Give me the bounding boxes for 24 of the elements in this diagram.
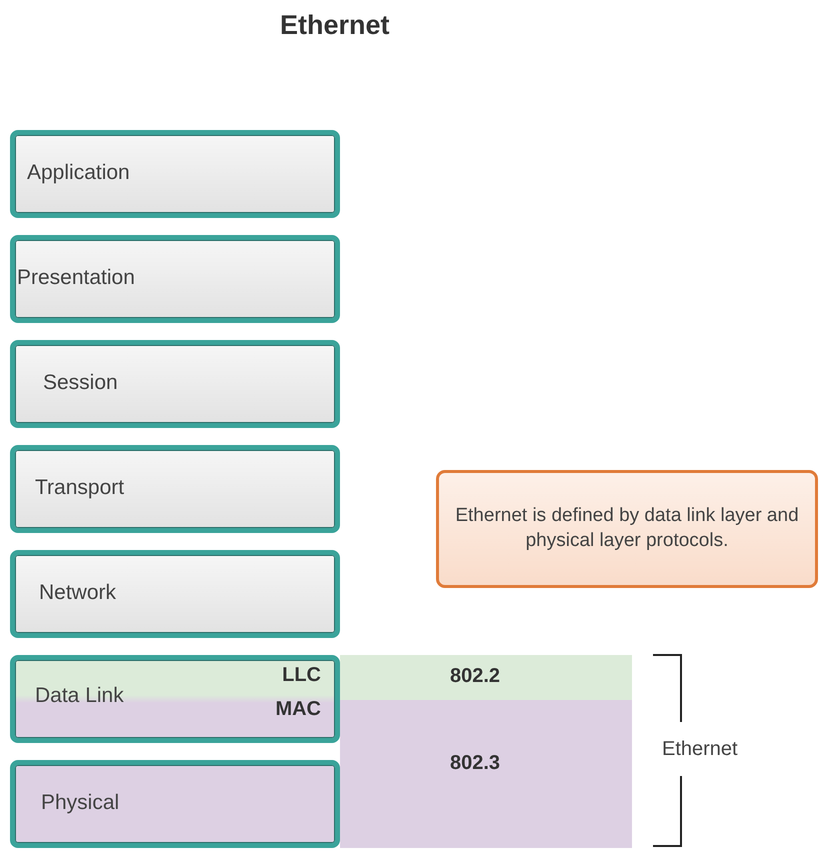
title: Ethernet bbox=[280, 10, 390, 41]
protocol-label: 802.2 bbox=[450, 665, 500, 688]
sublayer-name: MAC bbox=[275, 698, 321, 721]
protocol-band bbox=[340, 655, 632, 700]
protocol-band bbox=[340, 700, 632, 848]
layer-box bbox=[10, 130, 340, 218]
layer-box bbox=[10, 235, 340, 323]
bracket-label: Ethernet bbox=[662, 738, 738, 761]
layer-box bbox=[10, 760, 340, 848]
layer-name: Presentation bbox=[17, 266, 135, 290]
layer-name: Session bbox=[43, 371, 118, 395]
layer-name: Network bbox=[39, 581, 116, 605]
layer-box bbox=[10, 445, 340, 533]
note-box bbox=[436, 470, 818, 588]
layer-box bbox=[10, 550, 340, 638]
layer-name: Application bbox=[27, 161, 130, 185]
layer-box bbox=[10, 655, 340, 743]
note-text: Ethernet is defined by data link layer and physical layer protocols. bbox=[454, 504, 800, 553]
layer-name: Physical bbox=[41, 791, 120, 815]
sublayer-name: LLC bbox=[282, 664, 321, 687]
protocol-label: 802.3 bbox=[450, 752, 500, 775]
layer-name: Transport bbox=[35, 476, 124, 500]
layer-name: Data Link bbox=[35, 684, 124, 708]
layer-box bbox=[10, 340, 340, 428]
